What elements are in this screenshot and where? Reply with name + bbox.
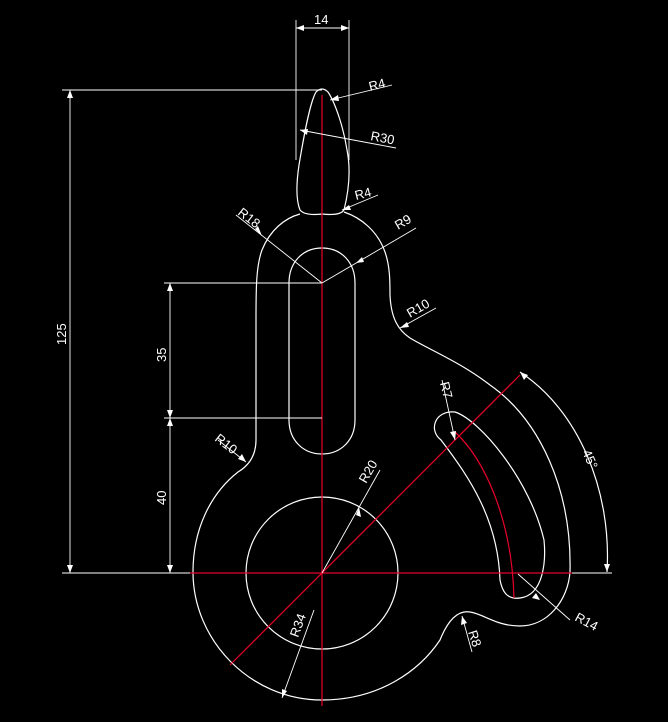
guide-arc-1 [519,371,609,573]
arrow-r7 [450,431,456,440]
arrow-35-top [167,283,173,291]
leader-r30 [299,129,397,149]
leader-r20 [321,469,381,574]
outline-hook-tip [469,571,571,627]
label-r9: R9 [392,211,414,232]
arrow-r4-top [330,95,339,101]
leader-r4-top [329,84,393,101]
outline-top-tab [296,88,350,211]
outline-bottom-arc [192,571,471,701]
arrow-14-left [296,25,304,31]
label-height-35: 35 [154,348,169,362]
outline-right-shoulder [343,211,491,386]
dimension-lines [62,20,612,699]
outline-left-flank [192,439,257,573]
arrow-r10-right [400,322,409,328]
arrow-r10-left [238,454,246,462]
arrow-40-top [167,418,173,426]
label-r7: R7 [437,380,456,400]
centerline-diagonal [229,374,521,666]
arrow-40-bottom [167,565,173,573]
arrow-r8 [461,616,467,625]
arrow-r14 [532,593,540,600]
leader-r34 [281,609,315,699]
label-r4-neck: R4 [353,184,373,203]
arrow-14-right [341,25,349,31]
arrowheads [67,25,610,698]
outline-hook-outer [489,384,571,573]
centerline-hook-arc [454,431,515,599]
leader-r7 [441,379,456,441]
arrow-125-top [67,90,73,98]
arrow-r9 [356,257,364,263]
leader-r14 [517,573,571,621]
label-width-14: 14 [314,12,328,27]
label-angle-45: 45° [579,447,601,471]
label-height-40: 40 [154,491,169,505]
arrow-r20 [356,507,361,517]
arrow-35-bottom [167,410,173,418]
outline-vertical-slot [288,247,356,455]
outline-hook-slot [433,411,546,599]
centerlines [190,95,572,706]
arrow-45-top [520,372,528,380]
arrow-r34 [282,689,287,698]
label-r30: R30 [369,128,395,147]
label-r8: R8 [465,628,484,648]
leader-r18 [235,214,323,284]
arrow-r30 [300,129,308,135]
arrow-125-bottom [67,565,73,573]
label-r4-top: R4 [367,75,387,94]
arrow-r4-neck [342,205,351,210]
label-height-125: 125 [54,323,69,345]
arrow-r18 [255,226,262,236]
leader-r9 [321,227,417,284]
arrow-45-bottom [604,564,610,572]
